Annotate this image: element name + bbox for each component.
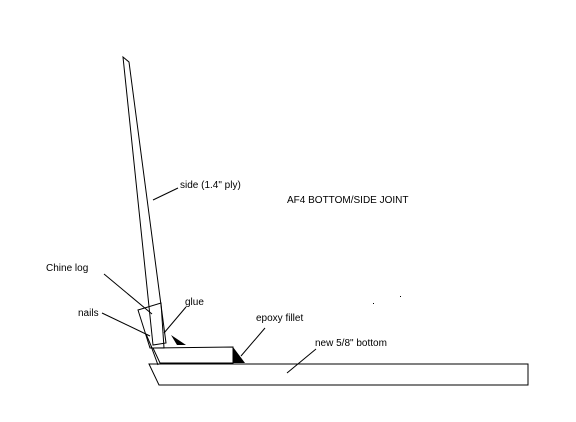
label-bottom: new 5/8" bottom bbox=[315, 338, 387, 349]
leader-chine-log bbox=[103, 273, 153, 315]
leader-epoxy-fillet bbox=[240, 327, 266, 357]
label-epoxy-fillet: epoxy fillet bbox=[256, 313, 303, 324]
old-bottom bbox=[152, 346, 234, 364]
label-side: side (1.4" ply) bbox=[180, 180, 241, 191]
nail-lower bbox=[150, 345, 159, 366]
glue-bead bbox=[171, 335, 186, 345]
speck bbox=[373, 303, 374, 304]
label-chine-log: Chine log bbox=[46, 263, 88, 274]
diagram-title: AF4 BOTTOM/SIDE JOINT bbox=[287, 195, 409, 206]
nail-upper bbox=[145, 333, 153, 349]
leader-glue bbox=[163, 306, 187, 334]
leader-bottom bbox=[286, 348, 317, 374]
leader-nails bbox=[101, 312, 151, 337]
leader-side bbox=[152, 187, 179, 201]
epoxy-fillet bbox=[233, 347, 245, 363]
side-panel bbox=[122, 55, 167, 346]
speck bbox=[400, 296, 401, 297]
label-nails: nails bbox=[78, 308, 99, 319]
new-bottom bbox=[148, 363, 529, 386]
label-glue: glue bbox=[185, 297, 204, 308]
